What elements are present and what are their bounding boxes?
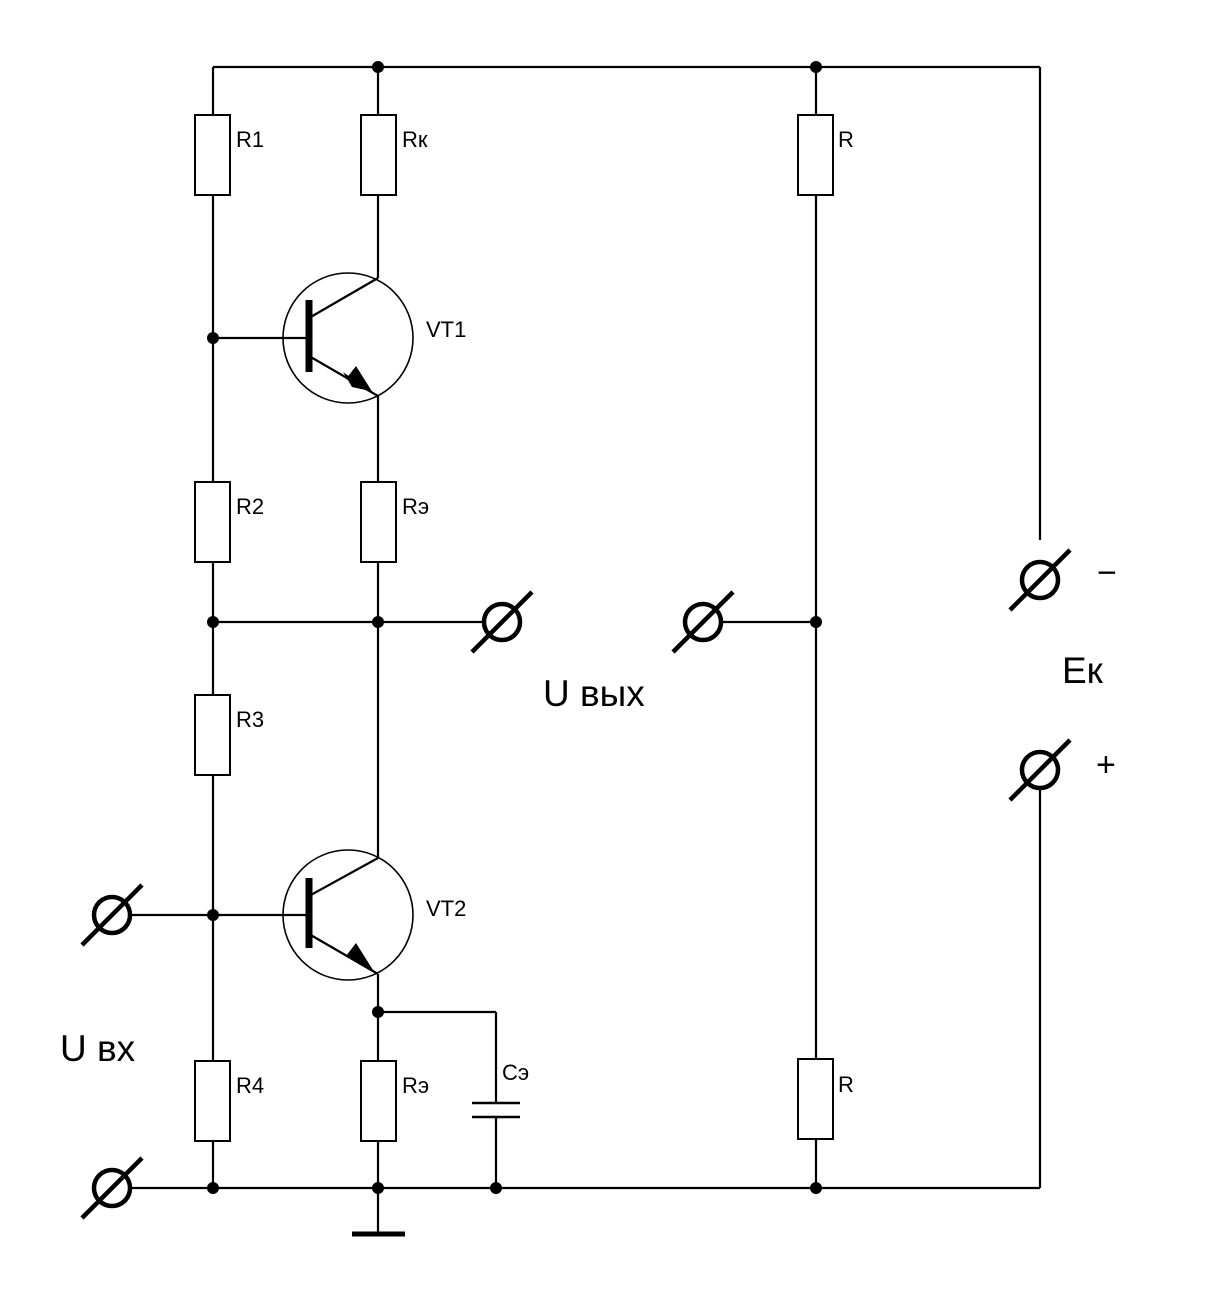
label-r2: R2 [236,494,264,519]
resistor-r3 [194,694,231,776]
terminal-input-bottom [80,1156,144,1220]
transistor-vt1 [282,272,414,404]
label-u-out: U вых [543,673,645,714]
labels: R1 Rк R VT1 R2 Rэ R3 VT2 Cэ R4 Rэ R U вы… [60,127,1117,1098]
label-ek: Eк [1062,650,1104,691]
resistor-rk [360,114,397,196]
terminal-supply-plus [1008,738,1072,802]
terminal-output-left [470,590,534,654]
label-r-bottom-right: R [838,1072,854,1097]
label-r-top-right: R [838,127,854,152]
resistor-re2 [360,1060,397,1142]
label-rk: Rк [402,127,428,152]
label-vt2: VT2 [426,896,466,921]
label-u-in: U вх [60,1028,136,1069]
resistor-r-bottom-right [797,1058,834,1140]
label-ce: Cэ [502,1060,529,1085]
resistor-r2 [194,481,231,563]
terminal-supply-minus [1008,548,1072,612]
resistor-r-top-right [797,114,834,196]
junction-dots [207,61,822,1194]
transistor-vt2 [282,849,414,981]
label-r1: R1 [236,127,264,152]
resistor-re1 [360,481,397,563]
resistor-r1 [194,114,231,196]
wires [128,65,1042,1237]
label-re1: Rэ [402,494,429,519]
label-re2: Rэ [402,1073,429,1098]
capacitor-ce [472,1101,520,1119]
resistor-r4 [194,1060,231,1142]
terminal-output-right [671,590,735,654]
label-r4: R4 [236,1073,264,1098]
resistors [194,114,834,1142]
terminal-input-top [80,883,144,947]
label-r3: R3 [236,707,264,732]
label-supply-minus: − [1097,554,1117,592]
label-vt1: VT1 [426,317,466,342]
label-supply-plus: + [1096,746,1116,784]
